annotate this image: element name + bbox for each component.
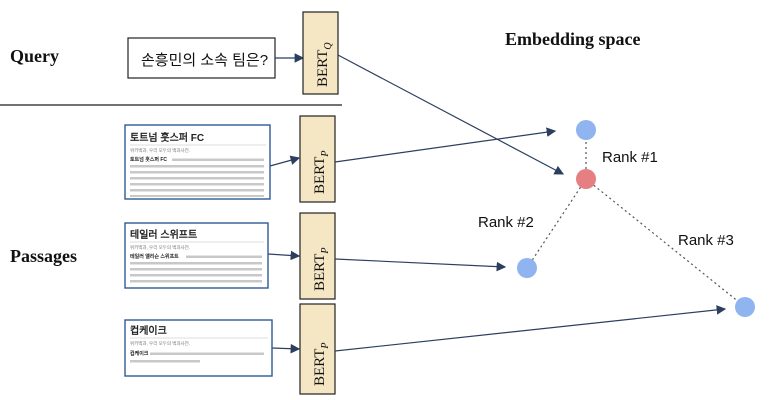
passage-2-text-line [186, 255, 262, 258]
passages-section-label: Passages [10, 246, 77, 266]
bert-p-sub: P [320, 150, 331, 157]
bert-q-sub: Q [323, 42, 334, 50]
rank-1-label: Rank #1 [602, 149, 658, 166]
svg-text:BERTP: BERTP [312, 150, 331, 194]
svg-text:BERTP: BERTP [312, 247, 331, 291]
passage-2-to-encoder-arrow [267, 250, 301, 261]
query-embedding-point [576, 169, 596, 189]
passage-1-lead: 토트넘 훗스퍼 FC [130, 156, 167, 163]
passage-1-text-line [130, 183, 264, 186]
passage-3-embedding-arrow [334, 305, 727, 352]
query-text: 손흥민의 소속 팀은? [141, 51, 268, 69]
passage-1-text-line [172, 158, 264, 161]
passage-card-2: 테일러 스위프트 위키백과, 우리 모두의 백과사전. 테일러 앨리슨 스위프트 [124, 222, 269, 289]
passage-3-text-line [150, 352, 264, 355]
passage-1-text-line [130, 165, 264, 168]
passage-card-3: 컵케이크 위키백과, 우리 모두의 백과사전. 컵케이크 [124, 319, 273, 377]
embedding-space-label: Embedding space [505, 29, 641, 49]
passage-2-text-line [130, 274, 262, 277]
passage-3-text-line [130, 360, 200, 363]
passage-1-subtitle: 위키백과, 우리 모두의 백과사전. [130, 147, 190, 154]
passage-1-embedding-arrow [334, 127, 557, 163]
bert-q-base: BERT [315, 50, 331, 87]
passage-1-text-line [130, 177, 264, 180]
passage-3-title: 컵케이크 [130, 324, 167, 337]
svg-text:BERTQ: BERTQ [315, 42, 334, 87]
rank-2-distance-line [526, 178, 587, 269]
svg-text:BERTP: BERTP [312, 342, 331, 386]
bert-p-base: BERT [312, 349, 328, 386]
passage-1-to-encoder-arrow [269, 155, 301, 167]
bert-p-base: BERT [312, 254, 328, 291]
passage-2-text-line [130, 262, 262, 265]
passage-2-text-line [130, 268, 262, 271]
passage-1-text-line [130, 189, 264, 192]
passage-2-text-line [130, 280, 262, 283]
bert-p-base: BERT [312, 157, 328, 194]
passage-2-embedding-point [517, 258, 537, 278]
rank-2-label: Rank #2 [478, 214, 534, 231]
passage-1-text-line [130, 171, 264, 174]
bert-p-encoder-1: BERTP [299, 115, 336, 203]
query-embedding-arrow [337, 54, 565, 175]
passage-card-1: 토트넘 훗스퍼 FC 위키백과, 우리 모두의 백과사전. 토트넘 훗스퍼 FC [124, 124, 271, 200]
bert-p-encoder-3: BERTP [299, 303, 336, 395]
rank-3-distance-line [585, 178, 746, 308]
bert-q-encoder: BERTQ [302, 11, 339, 95]
bert-p-sub: P [320, 247, 331, 254]
query-section-label: Query [10, 46, 59, 66]
passage-1-embedding-point [576, 120, 596, 140]
bert-p-sub: P [320, 342, 331, 349]
passage-3-to-encoder-arrow [271, 343, 301, 354]
passage-2-embedding-arrow [334, 258, 507, 272]
passage-1-title: 토트넘 훗스퍼 FC [130, 131, 204, 144]
passage-2-title: 테일러 스위프트 [130, 228, 197, 241]
passage-1-text-line [130, 195, 264, 197]
passage-2-subtitle: 위키백과, 우리 모두의 백과사전. [130, 244, 190, 251]
passage-3-embedding-point [735, 297, 755, 317]
passage-2-lead: 테일러 앨리슨 스위프트 [130, 253, 179, 260]
passage-3-subtitle: 위키백과, 우리 모두의 백과사전. [130, 340, 190, 347]
bert-p-encoder-2: BERTP [299, 212, 336, 300]
passage-3-lead: 컵케이크 [130, 350, 149, 357]
rank-3-label: Rank #3 [678, 232, 734, 249]
